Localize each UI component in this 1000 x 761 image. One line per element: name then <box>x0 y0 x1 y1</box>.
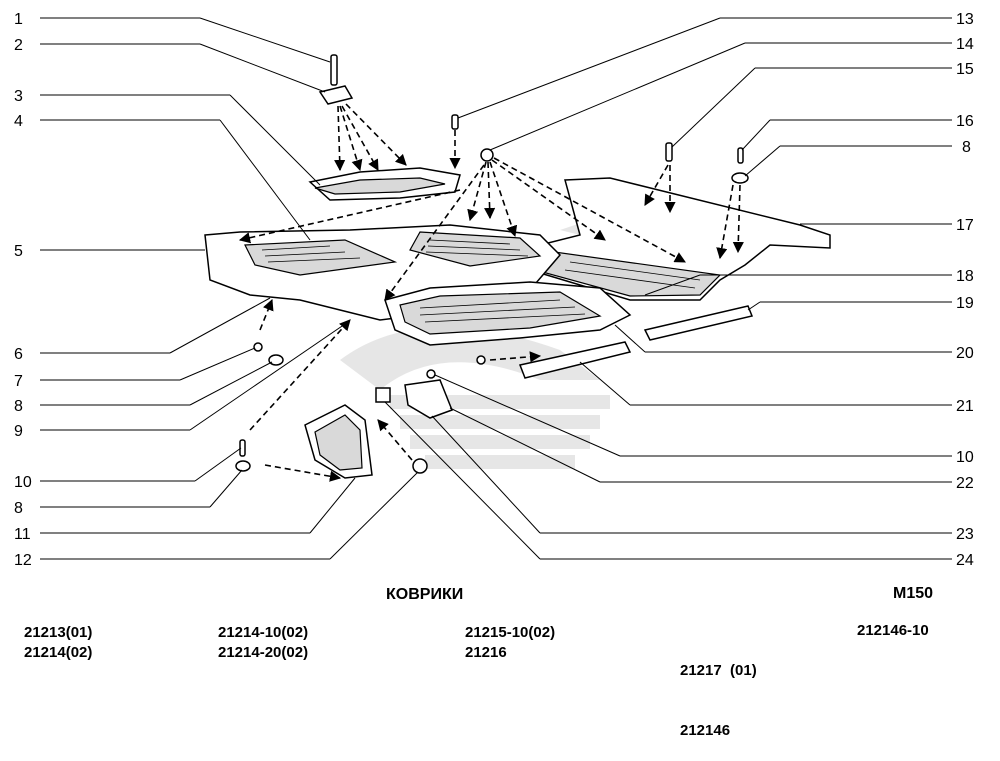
callout-label: 14 <box>956 36 974 53</box>
callout-label: 1 <box>14 11 23 28</box>
callout-label: 16 <box>956 113 974 130</box>
diagram-code: M150 <box>893 585 934 602</box>
callout-label: 9 <box>14 423 23 440</box>
callout-label: 4 <box>14 113 23 130</box>
model-code: 21216 <box>465 644 507 661</box>
model-code: 21214-10(02) <box>218 624 309 641</box>
model-code: 21214(02) <box>24 644 93 661</box>
model-code: 21213(01) <box>24 624 93 641</box>
callouts-right: 13 14 15 16 8 17 18 19 20 21 10 22 23 24 <box>956 11 974 569</box>
callout-label: 10 <box>956 449 974 466</box>
sill-strips <box>518 305 754 379</box>
leader-lines-left <box>40 17 419 560</box>
model-group: 212146-10 <box>857 621 929 641</box>
callout-label: 8 <box>14 398 23 415</box>
model-code: 21215-10(02) <box>465 624 556 641</box>
callout-label: 13 <box>956 11 974 28</box>
callout-label: 23 <box>956 526 974 543</box>
callout-label: 3 <box>14 88 23 105</box>
model-code: 21214-20(02) <box>218 644 309 661</box>
callout-label: 5 <box>14 243 23 260</box>
callout-label: 21 <box>956 398 974 415</box>
callout-label: 8 <box>14 500 23 517</box>
model-group: 21217 (01) 212146 <box>680 621 757 761</box>
callout-label: 2 <box>14 37 23 54</box>
callout-label: 7 <box>14 373 23 390</box>
callout-label: 24 <box>956 552 974 569</box>
callout-label: 15 <box>956 61 974 78</box>
diagram-title: КОВРИКИ <box>386 586 464 603</box>
callout-label: 12 <box>14 552 32 569</box>
model-group: 21215-10(02) 21216 <box>465 623 555 663</box>
front-floor-mats <box>204 224 632 346</box>
assembly-arrows <box>238 103 744 482</box>
callouts-left: 1 2 3 4 5 6 7 8 9 10 8 11 12 <box>14 11 32 569</box>
callout-label: 17 <box>956 217 974 234</box>
fasteners <box>235 54 749 474</box>
leader-lines-right <box>384 17 952 560</box>
rear-floor-mat <box>528 177 831 301</box>
callout-label: 10 <box>14 474 32 491</box>
parts-diagram: 1 2 3 4 5 6 7 8 9 10 8 11 12 13 14 15 16… <box>14 11 974 569</box>
cover-part-3 <box>308 167 461 201</box>
callout-label: 8 <box>962 139 971 156</box>
model-group: 21214-10(02) 21214-20(02) <box>218 623 308 663</box>
model-group: 21213(01) 21214(02) <box>24 623 92 663</box>
brackets <box>304 379 453 479</box>
model-code: 212146-10 <box>857 622 929 639</box>
callout-label: 11 <box>14 526 31 543</box>
model-code: 212146 <box>680 722 731 739</box>
callout-label: 18 <box>956 268 974 285</box>
callout-label: 20 <box>956 345 974 362</box>
callout-label: 6 <box>14 346 23 363</box>
model-code: 21217 (01) <box>680 662 757 679</box>
callout-label: 19 <box>956 295 974 312</box>
callout-label: 22 <box>956 475 974 492</box>
